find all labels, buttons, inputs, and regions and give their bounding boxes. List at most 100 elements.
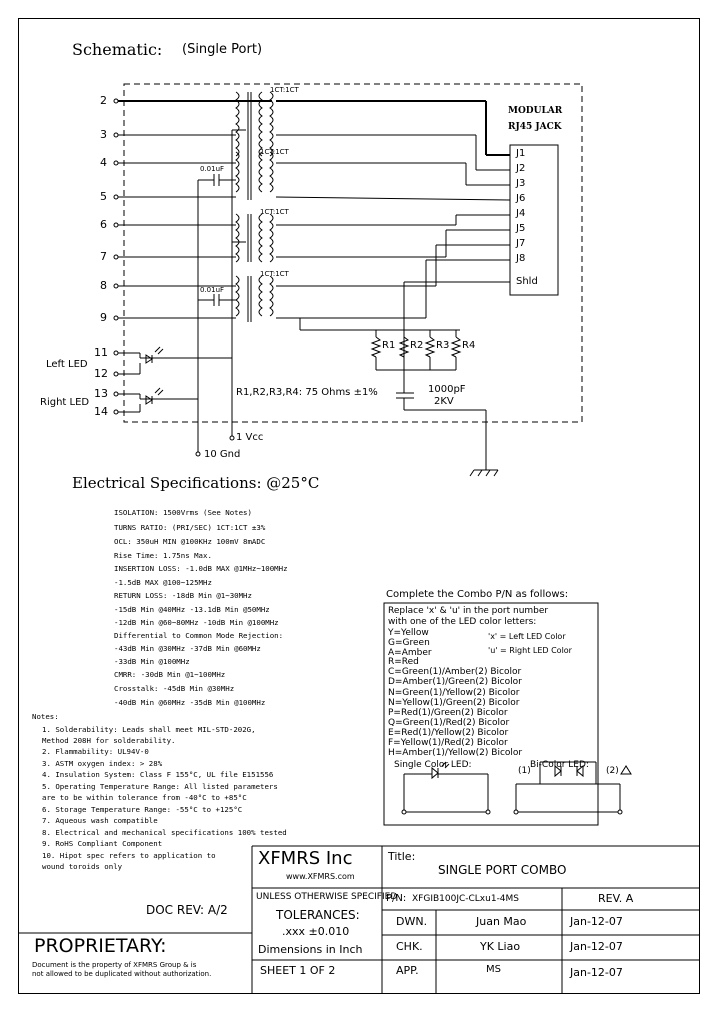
- company-website: www.XFMRS.com: [286, 872, 355, 881]
- spec-line: Crosstalk: -45dB Min @30MHz: [114, 684, 235, 693]
- color-code: Y=Yellow: [388, 628, 429, 638]
- turns-label-4: 1CT:1CT: [260, 270, 289, 278]
- pin-7: 7: [100, 250, 107, 263]
- jack-pin-shield: Shld: [516, 276, 538, 287]
- u-note: 'u' = Right LED Color: [488, 646, 572, 655]
- color-code: N=Yellow(1)/Green(2) Bicolor: [388, 698, 520, 708]
- jack-pin-j7: J7: [516, 238, 526, 249]
- dwn-label: DWN.: [396, 915, 428, 928]
- bi-led-label: Bi-Color LED:: [530, 760, 589, 770]
- pin-13: 13: [94, 387, 108, 400]
- color-code: N=Green(1)/Yellow(2) Bicolor: [388, 688, 520, 698]
- color-code: E=Red(1)/Yellow(2) Bicolor: [388, 728, 509, 738]
- spec-line: Rise Time: 1.75ns Max.: [114, 551, 212, 560]
- color-code: C=Green(1)/Amber(2) Bicolor: [388, 667, 522, 677]
- dwn-name: Juan Mao: [476, 915, 527, 928]
- combo-box: [383, 602, 599, 826]
- led-symbols: [139, 346, 232, 412]
- combo-intro-1: Replace 'x' & 'u' in the port number: [388, 606, 549, 616]
- title-value: SINGLE PORT COMBO: [438, 863, 567, 877]
- tolerances-label: TOLERANCES:: [276, 908, 360, 922]
- pn-label: P/N:: [386, 893, 407, 904]
- color-code: D=Amber(1)/Green(2) Bicolor: [388, 677, 522, 687]
- jack-title-1: MODULAR: [508, 106, 563, 116]
- pin-2: 2: [100, 94, 107, 107]
- resistor-note: R1,R2,R3,R4: 75 Ohms ±1%: [236, 387, 378, 398]
- spec-line: CMRR: -30dB Min @1~100MHz: [114, 670, 226, 679]
- pin-6: 6: [100, 218, 107, 231]
- jack-pin-j3: J3: [516, 178, 526, 189]
- app-name: MS: [486, 964, 501, 975]
- resistor-r1: R1: [382, 340, 396, 351]
- resistor-r4: R4: [462, 340, 476, 351]
- resistor-r3: R3: [436, 340, 450, 351]
- note-line: 7. Aqueous wash compatible: [42, 816, 158, 825]
- rj45-jack-box: [509, 144, 559, 296]
- color-code: R=Red: [388, 657, 419, 667]
- x-note: 'x' = Left LED Color: [488, 632, 566, 641]
- app-label: APP.: [396, 964, 419, 977]
- secondary-wires: [275, 100, 511, 393]
- dwn-date: Jan-12-07: [570, 915, 623, 928]
- jack-pin-j6: J6: [516, 193, 526, 204]
- spec-line: Differential to Common Mode Rejection:: [114, 631, 284, 640]
- schematic-subtitle: (Single Port): [182, 42, 263, 57]
- color-code: G=Green: [388, 638, 430, 648]
- cap-label-2: 0.01uF: [200, 286, 225, 294]
- gnd-label: 10 Gnd: [204, 449, 241, 460]
- note-line: 9. RoHS Compliant Component: [42, 839, 163, 848]
- note-line: are to be within tolerance from -40°C to…: [42, 793, 247, 802]
- unless-specified: UNLESS OTHERWISE SPECIFIED: [256, 892, 398, 902]
- notes-heading: Notes:: [32, 712, 59, 721]
- hv-cap-voltage: 2KV: [434, 396, 454, 407]
- chk-label: CHK.: [396, 940, 423, 953]
- color-code: H=Amber(1)/Yellow(2) Bicolor: [388, 748, 523, 758]
- pin-4: 4: [100, 156, 107, 169]
- color-code: P=Red(1)/Green(2) Bicolor: [388, 708, 508, 718]
- title-block-grid: [18, 845, 700, 994]
- app-date: Jan-12-07: [570, 966, 623, 979]
- jack-pin-j1: J1: [516, 148, 526, 159]
- pin-wires: [116, 100, 272, 413]
- jack-pin-j5: J5: [516, 223, 526, 234]
- note-line: 4. Insulation System: Class F 155°C, UL …: [42, 770, 274, 779]
- note-line: 10. Hipot spec refers to application to: [42, 851, 216, 860]
- jack-pin-j8: J8: [516, 253, 526, 264]
- turns-label-2: 1CT:1CT: [260, 148, 289, 156]
- single-led-label: Single Color LED:: [394, 760, 472, 770]
- doc-rev: DOC REV: A/2: [146, 903, 228, 917]
- combo-title: Complete the Combo P/N as follows:: [386, 589, 569, 600]
- pin-5: 5: [100, 190, 107, 203]
- sheet-number: SHEET 1 OF 2: [260, 964, 336, 977]
- spec-line: INSERTION LOSS: -1.0dB MAX @1MHz~100MHz: [114, 564, 288, 573]
- spec-line: ISOLATION: 1500Vrms (See Notes): [114, 508, 252, 517]
- pin-14: 14: [94, 405, 108, 418]
- schematic-title: Schematic:: [72, 40, 163, 59]
- jack-pin-j4: J4: [516, 208, 526, 219]
- note-line: Method 208H for solderability.: [42, 736, 176, 745]
- tolerance-value: .xxx ±0.010: [282, 925, 350, 938]
- resistor-r2: R2: [410, 340, 424, 351]
- pin-9: 9: [100, 311, 107, 324]
- company-name: XFMRS Inc: [258, 848, 353, 869]
- jack-pin-j2: J2: [516, 163, 526, 174]
- spec-line: RETURN LOSS: -18dB Min @1~30MHz: [114, 591, 252, 600]
- pin-3: 3: [100, 128, 107, 141]
- note-line: 3. ASTM oxygen index: > 28%: [42, 759, 163, 768]
- note-line: wound toroids only: [42, 862, 123, 871]
- bi-led-1: (1): [518, 766, 531, 776]
- electrical-title: Electrical Specifications: @25°C: [72, 474, 320, 492]
- resistor-network: [299, 318, 499, 477]
- drawing-frame: [18, 18, 700, 994]
- pin-11: 11: [94, 346, 108, 359]
- color-code: Q=Green(1)/Red(2) Bicolor: [388, 718, 510, 728]
- note-line: 5. Operating Temperature Range: All list…: [42, 782, 278, 791]
- transformer-coils: [235, 91, 274, 322]
- turns-label-3: 1CT:1CT: [260, 208, 289, 216]
- spec-line: -33dB Min @100MHz: [114, 657, 190, 666]
- title-label: Title:: [388, 850, 416, 863]
- part-number: XFGIB100JC-CLxu1-4MS: [412, 894, 520, 904]
- spec-line: OCL: 350uH MIN @100KHz 100mV 8mADC: [114, 537, 266, 546]
- note-line: 1. Solderability: Leads shall meet MIL-S…: [42, 725, 256, 734]
